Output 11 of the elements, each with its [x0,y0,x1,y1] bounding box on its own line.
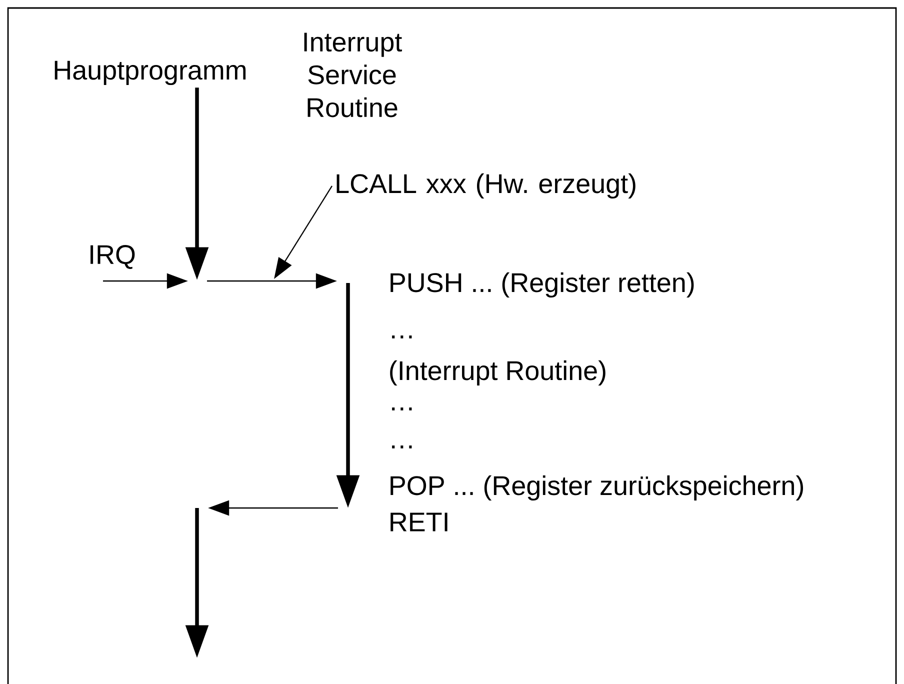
column-heading: Hauptprogramm [54,60,246,86]
signal-label: IRQ [90,245,135,269]
code-line: (Interrupt Routine) [390,360,606,386]
code-line: … [392,336,412,338]
code-line: RETI [390,512,448,532]
code-line: POP ... (Register zurückspeichern) [390,475,804,501]
column-heading: Interrupt Service Routine [304,32,402,118]
code-line: PUSH ... (Register retten) [390,272,694,298]
code-line: … [392,446,412,448]
code-line: … [392,408,412,410]
annotation-text: LCALL xxx (Hw. erzeugt) [336,173,636,199]
